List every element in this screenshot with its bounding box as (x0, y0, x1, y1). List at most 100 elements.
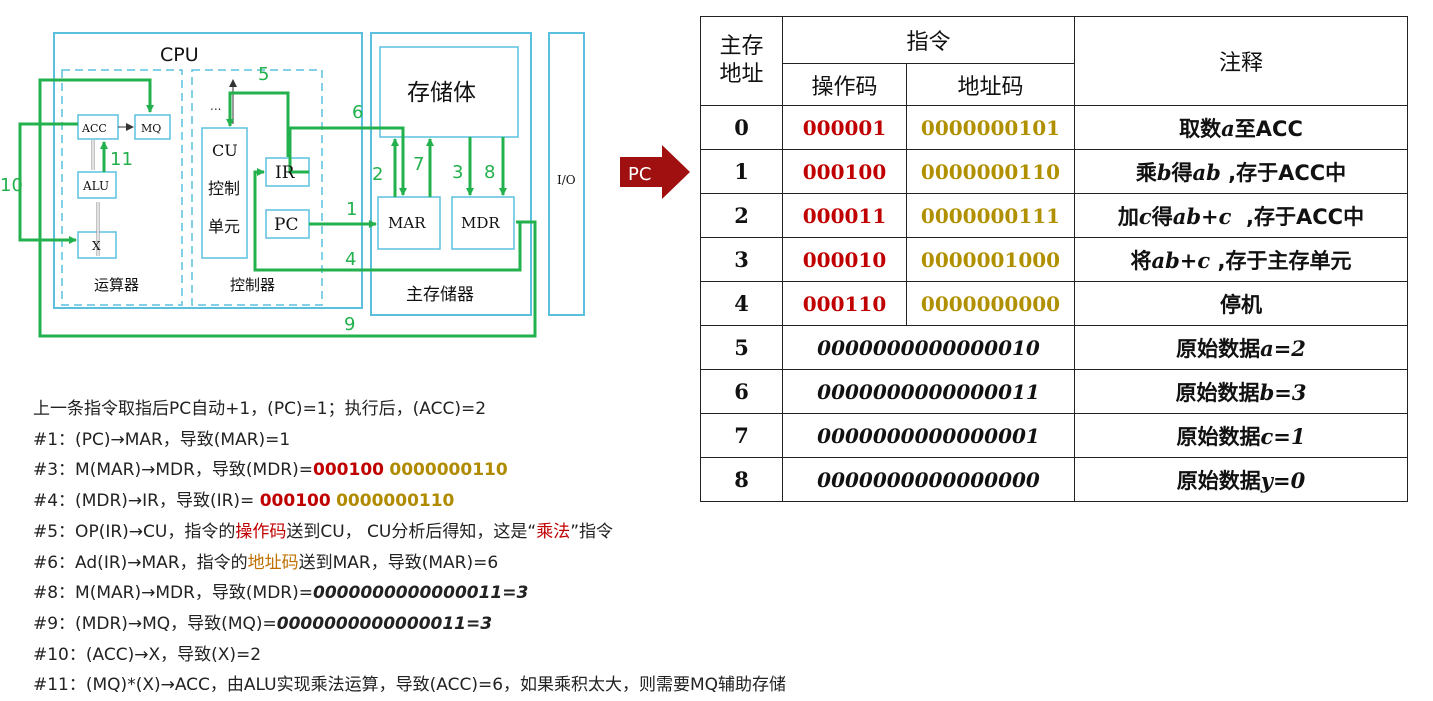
row-addrcode: 0000000111 (905, 193, 1076, 238)
note-part: 加 (1117, 204, 1139, 229)
cpu-frame (53, 32, 363, 309)
row-note: 原始数据c=1 (1074, 413, 1409, 458)
note-var: y=0 (1260, 467, 1306, 493)
table-row: 6 0000000000000011 原始数据b=3 (700, 369, 1409, 414)
row-note: 停机 (1074, 281, 1409, 326)
note-var: c=1 (1260, 423, 1306, 449)
table-row: 7 0000000000000001 原始数据c=1 (700, 413, 1409, 458)
computer-architecture-diagram: CPU ACC MQ ALU X CU 控制 单元 ... IR PC MAR … (0, 32, 585, 338)
step-6-text: #6：Ad(IR)→MAR，指令的 (33, 552, 248, 573)
row-note: 将ab+c ,存于主存单元 (1074, 237, 1409, 282)
note-var: c (1138, 203, 1152, 229)
ir-label: IR (275, 163, 296, 183)
step-10: #10：(ACC)→X，导致(X)=2 (33, 644, 262, 665)
step-5-highlight-multiply: 乘法 (536, 521, 571, 542)
step-number-4: 4 (345, 249, 356, 270)
row-address: 2 (700, 193, 783, 238)
note-var: ab (1192, 159, 1221, 185)
table-row: 5 0000000000000010 原始数据a=2 (700, 325, 1409, 370)
mdr-register (451, 196, 515, 250)
alu-unit (77, 171, 117, 199)
table-row: 3 000010 0000001000 将ab+c ,存于主存单元 (700, 237, 1409, 282)
step-number-5: 5 (258, 64, 269, 85)
table-row: 2 000011 0000000111 加c得ab+c ,存于ACC中 (700, 193, 1409, 238)
step-11: #11：(MQ)*(X)→ACC，由ALU实现乘法运算，导致(ACC)=6，如果… (33, 675, 787, 696)
table-row: 1 000100 0000000110 乘b得ab ,存于ACC中 (700, 149, 1409, 194)
data-rows: 5 0000000000000010 原始数据a=2 6 00000000000… (700, 325, 1409, 502)
cu-label-line-2: 控制 (208, 179, 240, 198)
row-address: 1 (700, 149, 783, 194)
note-part: ,存于ACC中 (1231, 204, 1365, 229)
row-note: 原始数据y=0 (1074, 457, 1409, 502)
table-row: 8 0000000000000000 原始数据y=0 (700, 457, 1409, 502)
alu-label: ALU (82, 179, 109, 193)
step-6-highlight-addrcode: 地址码 (247, 552, 299, 573)
step-6: #6：Ad(IR)→MAR，指令的地址码送到MAR，导致(MAR)=6 (33, 548, 786, 579)
ctrl-group-label: 控制器 (230, 276, 275, 294)
io-label: I/O (557, 173, 576, 187)
step-intro: 上一条指令取指后PC自动+1，(PC)=1；执行后，(ACC)=2 (33, 399, 487, 419)
step-3: #3：M(MAR)→MDR，导致(MDR)=000100 0000000110 (33, 455, 786, 486)
pc-label: PC (274, 215, 298, 235)
row-value: 0000000000000011 (781, 369, 1076, 414)
cpu-label: CPU (160, 44, 199, 66)
step-number-10: 10 (0, 175, 23, 196)
storage-label: 存储体 (407, 80, 476, 106)
row-opcode: 000110 (782, 281, 907, 326)
note-part: 将 (1130, 248, 1152, 273)
memory-table: 主存 地址 指令 注释 操作码 地址码 0 000001 0000000101 … (700, 16, 1409, 502)
step-number-3: 3 (452, 162, 463, 183)
table-row: 4 000110 0000000000 停机 (700, 281, 1409, 326)
ir-register (265, 157, 310, 187)
note-var: a (1221, 115, 1235, 141)
cu-label-line-1: CU (212, 141, 238, 160)
ctrl-group-frame (191, 69, 323, 306)
mar-label: MAR (388, 214, 426, 232)
note-part: 取数 (1179, 116, 1222, 141)
row-note: 原始数据b=3 (1074, 369, 1409, 414)
row-addrcode: 0000000110 (905, 149, 1076, 194)
note-part: 至ACC (1234, 116, 1303, 141)
step-3-text: #3：M(MAR)→MDR，导致(MDR)= (33, 460, 313, 481)
header-instruction: 指令 (781, 16, 1076, 64)
row-address: 0 (700, 105, 783, 150)
header-addrcode: 地址码 (905, 63, 1076, 106)
note-var: a=2 (1260, 335, 1306, 361)
row-value: 0000000000000010 (781, 325, 1076, 370)
mq-label: MQ (141, 122, 161, 135)
row-note: 取数a至ACC (1074, 105, 1409, 150)
step-number-7: 7 (413, 154, 424, 175)
header-opcode: 操作码 (782, 63, 907, 106)
step-3-opcode: 000100 (313, 460, 384, 481)
step-number-11: 11 (110, 149, 133, 170)
step-5-text: 送到CU， CU分析后得知，这是“ (286, 521, 537, 542)
row-address: 4 (700, 281, 783, 326)
step-6-text: 送到MAR，导致(MAR)=6 (298, 552, 499, 573)
mar-register (377, 196, 441, 250)
header-address: 主存 地址 (700, 16, 783, 106)
step-number-1: 1 (346, 199, 357, 220)
pc-pointer-arrow: PC (620, 145, 690, 199)
note-part: ,存于主存单元 (1210, 248, 1352, 273)
step-8-text: #8：M(MAR)→MDR，导致(MDR)= (33, 583, 313, 604)
x-label: X (92, 239, 101, 253)
note-part: 原始数据 (1176, 336, 1261, 361)
note-part: 原始数据 (1175, 380, 1260, 405)
step-number-6: 6 (352, 102, 363, 123)
acc-label: ACC (81, 122, 107, 135)
step-1: #1：(PC)→MAR，导致(MAR)=1 (33, 429, 291, 450)
note-part: 原始数据 (1176, 424, 1261, 449)
step-4: #4：(MDR)→IR，导致(IR)= 000100 0000000110 (33, 486, 786, 517)
step-5-text: ”指令 (570, 521, 613, 542)
storage-frame (379, 46, 519, 138)
row-opcode: 000011 (782, 193, 907, 238)
note-var: ab+c (1151, 247, 1211, 273)
step-number-2: 2 (372, 164, 383, 185)
step-4-opcode: 000100 (259, 491, 331, 512)
row-opcode: 000010 (782, 237, 907, 282)
step-number-9: 9 (344, 314, 355, 335)
mem-label: 主存储器 (406, 285, 474, 305)
step-8-value: 0000000000000011=3 (313, 583, 529, 604)
pc-pointer-label: PC (628, 164, 651, 185)
row-note: 加c得ab+c ,存于ACC中 (1074, 193, 1409, 238)
